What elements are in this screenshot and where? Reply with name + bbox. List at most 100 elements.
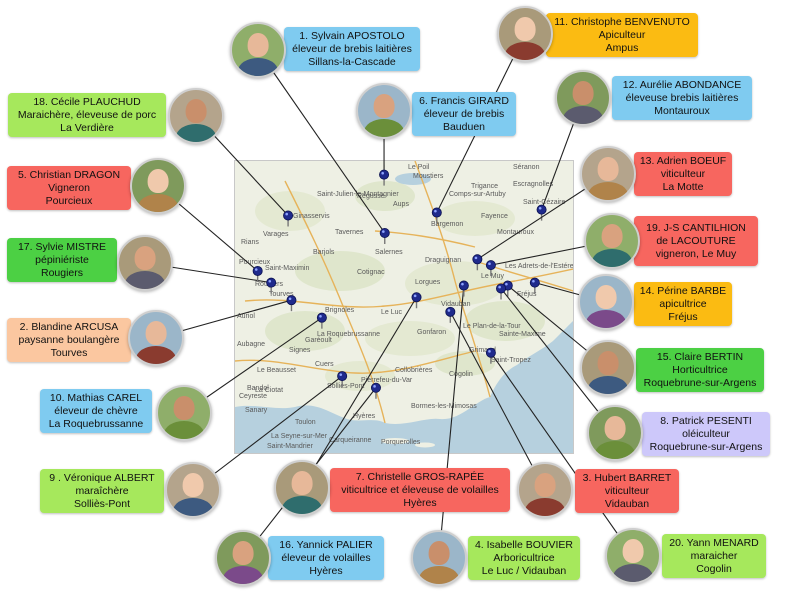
producer-name: 20. Yann MENARD xyxy=(669,536,759,549)
map-pin-p10[interactable] xyxy=(316,312,327,329)
sea xyxy=(235,321,573,453)
map-pin-p6[interactable] xyxy=(379,169,390,186)
producer-activity: viticulteur xyxy=(660,167,706,180)
map-pin-p2[interactable] xyxy=(286,295,297,312)
map-pin-p20[interactable] xyxy=(485,347,496,364)
map-pin-p11[interactable] xyxy=(431,207,442,224)
pin-head xyxy=(529,277,540,288)
place-name: Montauroux xyxy=(497,229,534,236)
producer-activity: Arboricultrice xyxy=(493,551,555,564)
producer-photo-p15[interactable] xyxy=(580,340,636,396)
producer-photo-p10[interactable] xyxy=(156,385,212,441)
producer-name: 5. Christian DRAGON xyxy=(17,168,121,181)
map-pin-p19[interactable] xyxy=(485,260,496,277)
producer-photo-p12[interactable] xyxy=(555,70,611,126)
producer-photo-p1[interactable] xyxy=(230,22,286,78)
producer-photo-p14[interactable] xyxy=(578,274,634,330)
portrait-body xyxy=(138,194,178,212)
man-portrait-icon xyxy=(373,93,395,118)
place-name: Solliès-Pont xyxy=(327,383,365,390)
map-pin-p12[interactable] xyxy=(536,204,547,221)
map-pin-p5[interactable] xyxy=(252,265,263,282)
producer-name: 12. Aurélie ABONDANCE xyxy=(622,78,742,91)
producer-name: 2. Blandine ARCUSA xyxy=(19,320,119,333)
pin-head xyxy=(316,312,327,323)
map-pin-p13[interactable] xyxy=(472,254,483,271)
map-pin-p17[interactable] xyxy=(266,277,277,294)
pin-head xyxy=(411,292,422,303)
place-name: Garéoult xyxy=(305,337,332,344)
producer-location: Cogolin xyxy=(696,562,732,575)
place-name: Varages xyxy=(263,231,289,238)
portrait-body xyxy=(563,106,603,124)
producer-location: Rougiers xyxy=(40,266,84,279)
producer-photo-p4[interactable] xyxy=(411,530,467,586)
producer-photo-p2[interactable] xyxy=(128,310,184,366)
producer-activity: viticulteur xyxy=(604,484,650,497)
woman-portrait-icon xyxy=(145,320,167,345)
var-map[interactable]: Le PoilMoustiersSaint-Julien-le-Montagni… xyxy=(234,160,574,454)
producer-photo-p20[interactable] xyxy=(605,528,661,584)
pin-shine xyxy=(474,256,478,260)
map-pin-p3[interactable] xyxy=(445,306,456,323)
map-pin-p16[interactable] xyxy=(370,382,381,399)
producer-name: 15. Claire BERTIN xyxy=(656,350,744,363)
producer-photo-p5[interactable] xyxy=(130,158,186,214)
map-pin-p14[interactable] xyxy=(529,277,540,294)
producer-location: Hyères xyxy=(309,564,343,577)
place-name: Moustiers xyxy=(413,173,444,180)
pin-head xyxy=(266,277,277,288)
map-pin-p8[interactable] xyxy=(496,283,507,300)
pin-shine xyxy=(288,297,292,301)
map-pin-p7[interactable] xyxy=(411,292,422,309)
place-name: Brignoles xyxy=(325,307,355,314)
producer-photo-p7[interactable] xyxy=(274,460,330,516)
pin-shine xyxy=(505,282,508,286)
place-name: Cotignac xyxy=(357,269,385,276)
producer-photo-p16[interactable] xyxy=(215,530,271,586)
man-portrait-icon xyxy=(534,472,556,497)
producer-photo-p8[interactable] xyxy=(587,405,643,461)
connector-line-p9 xyxy=(192,375,343,491)
producer-photo-p19[interactable] xyxy=(584,213,640,269)
producer-photo-p11[interactable] xyxy=(497,6,553,62)
pin-head xyxy=(286,295,297,306)
portrait-body xyxy=(592,249,632,267)
map-pin-p18[interactable] xyxy=(283,210,294,227)
producer-photo-p13[interactable] xyxy=(580,146,636,202)
producer-photo-p18[interactable] xyxy=(168,88,224,144)
producer-photo-p6[interactable] xyxy=(356,83,412,139)
portrait-body xyxy=(125,271,165,289)
woman-portrait-icon xyxy=(595,284,617,309)
map-pin-p4[interactable] xyxy=(458,280,469,297)
map-pin-p9[interactable] xyxy=(337,371,348,388)
map-pin-p1[interactable] xyxy=(379,227,390,244)
portrait-body xyxy=(173,498,213,516)
producer-location: Tourves xyxy=(50,346,88,359)
producer-photo-p17[interactable] xyxy=(117,235,173,291)
producer-photo-p3[interactable] xyxy=(517,462,573,518)
producer-location: Pourcieux xyxy=(45,194,93,207)
connector-line-p7 xyxy=(301,296,417,489)
producer-photo-p9[interactable] xyxy=(165,462,221,518)
